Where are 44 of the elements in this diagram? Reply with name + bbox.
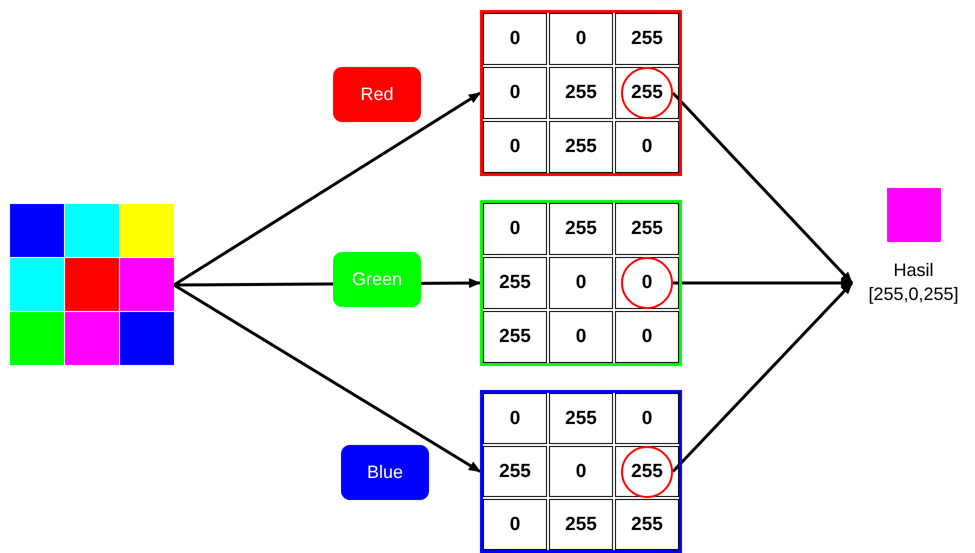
arrow [672,92,854,284]
matrix-cell: 0 [615,393,679,444]
matrix-cell: 0 [615,121,679,173]
arrow [173,92,481,286]
circled-value: 255 [621,446,673,498]
highlighted-cell [615,257,679,309]
matrix-cell: 0 [549,311,613,363]
matrix-cell: 0 [549,13,613,65]
channel-label: Green [333,252,421,307]
matrix-cell: 255 [549,67,613,119]
matrix-cell: 255 [615,203,679,255]
matrix-cell: 0 [483,121,547,173]
matrix-cell: 255 [615,13,679,65]
arrow [173,284,481,473]
arrow [672,282,854,473]
matrix-cell: 0 [483,499,547,550]
matrix-cell: 255 [483,311,547,363]
highlighted-cell [615,67,679,119]
channel-label: Blue [341,445,429,500]
matrix-frame [480,390,682,553]
matrix-cell: 0 [549,446,613,497]
matrix-cell: 0 [483,203,547,255]
arrow [673,278,853,288]
matrix-cell: 0 [615,311,679,363]
channel-label: Red [333,67,421,122]
matrix-cell: 0 [483,67,547,119]
matrix-cell: 255 [549,203,613,255]
circled-value: 0 [621,257,673,309]
matrix-cell: 255 [483,257,547,309]
matrix-frame [480,200,682,366]
matrix-cell: 0 [549,257,613,309]
matrix-cell: 255 [549,393,613,444]
matrix-frame [480,10,682,176]
result-caption: [255,0,255] [868,283,959,306]
pixel-grid-drawing [10,204,174,366]
circled-value: 255 [621,67,673,119]
highlighted-cell [615,446,679,497]
matrix-cell: 255 [549,121,613,173]
result-caption: Hasil [893,259,934,282]
matrix-cell: 0 [483,393,547,444]
matrix-cell: 255 [549,499,613,550]
matrix-cell: 255 [615,499,679,550]
matrix-cell: 0 [483,13,547,65]
matrix-cell: 255 [483,446,547,497]
